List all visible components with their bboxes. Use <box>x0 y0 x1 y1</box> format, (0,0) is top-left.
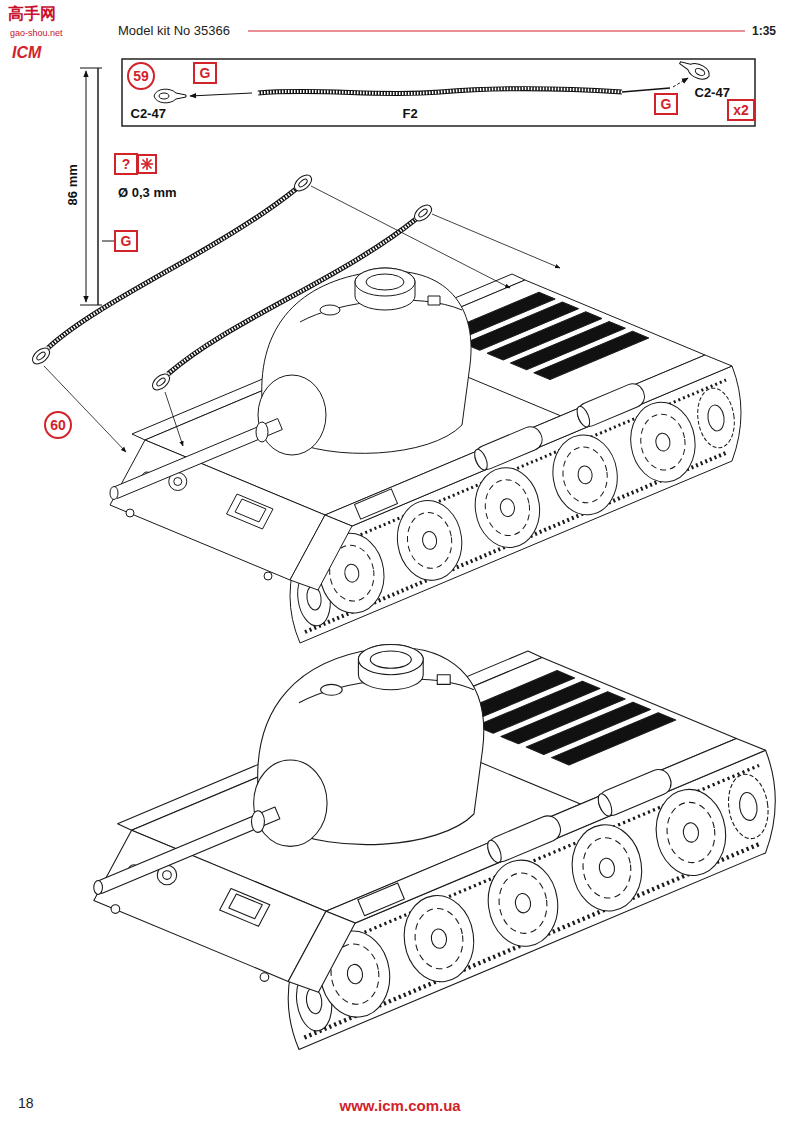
website: www.icm.com.ua <box>340 1097 461 1115</box>
symbol-text: x2 <box>733 102 749 118</box>
tank-drawing <box>94 644 775 1049</box>
symbol-text: ? <box>122 156 131 172</box>
kit-number: Model kit No 35366 <box>118 23 230 39</box>
watermark: gao-shou.net <box>10 28 63 39</box>
step-frame <box>122 56 755 126</box>
dimension: 86 mm <box>64 164 80 205</box>
part-number: C2-47 <box>131 106 166 122</box>
tow-cables <box>29 172 560 452</box>
watermark: 高手网 <box>8 4 56 23</box>
part-number: F2 <box>403 106 418 122</box>
symbol-text: G <box>121 233 132 249</box>
header-rule <box>248 31 745 32</box>
brand-logo: ICM <box>12 43 41 62</box>
wire-diameter: Ø 0,3 mm <box>118 185 177 201</box>
step-number: 59 <box>127 62 155 90</box>
step-number: 60 <box>44 411 72 439</box>
symbol-text: 60 <box>50 417 66 433</box>
optional-mark: ? <box>114 153 138 175</box>
symbol-text: 59 <box>133 68 149 84</box>
sprue-letter: G <box>654 93 678 115</box>
page-number: 18 <box>18 1095 34 1112</box>
quantity-box: x2 <box>727 99 755 121</box>
sprue-letter: G <box>193 62 217 84</box>
symbol-text: G <box>200 65 211 81</box>
part-number: C2-47 <box>695 85 730 101</box>
tank-drawing <box>110 268 741 643</box>
scale: 1:35 <box>752 24 776 38</box>
symbol-text: G <box>661 96 672 112</box>
sprue-letter: G <box>114 230 138 252</box>
